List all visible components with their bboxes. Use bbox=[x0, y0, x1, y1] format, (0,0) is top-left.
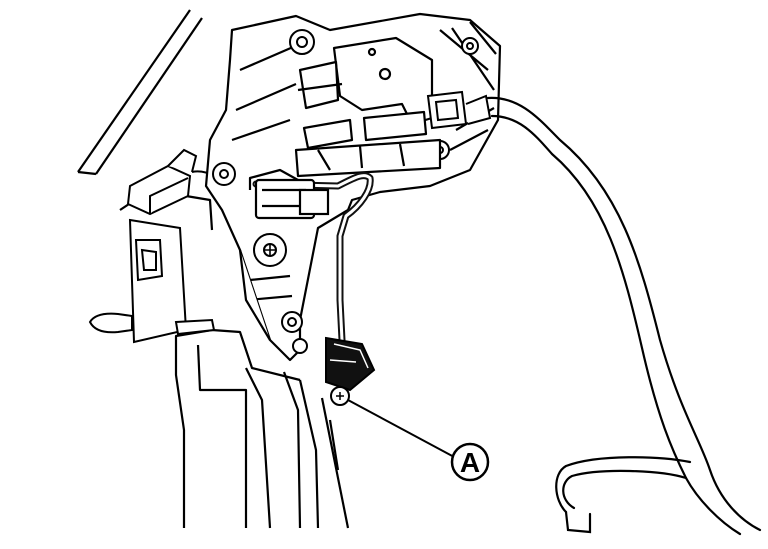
harness-clamp bbox=[325, 336, 376, 406]
body-panel bbox=[77, 9, 350, 529]
wire-harness-right bbox=[486, 96, 762, 536]
harness-a bbox=[252, 172, 374, 344]
actuator-motor bbox=[294, 36, 442, 178]
callout-a-circle bbox=[450, 442, 490, 482]
bolt-bottom bbox=[292, 338, 308, 354]
callout-a-label: A bbox=[460, 447, 480, 478]
callout-a: A bbox=[450, 442, 490, 482]
fasteners bbox=[212, 29, 479, 354]
callout-leader bbox=[347, 399, 457, 459]
trim-clip bbox=[88, 218, 216, 344]
bolt-top-right bbox=[461, 37, 479, 55]
actuator-connector bbox=[426, 90, 492, 130]
bolt-lower bbox=[281, 311, 303, 333]
bolt-left bbox=[212, 162, 236, 186]
harness-connector bbox=[254, 178, 330, 220]
actuator-shaft bbox=[378, 67, 392, 81]
bolt-center-left bbox=[253, 233, 287, 267]
side-connector bbox=[126, 148, 233, 216]
bolt-upper-left bbox=[289, 29, 315, 55]
